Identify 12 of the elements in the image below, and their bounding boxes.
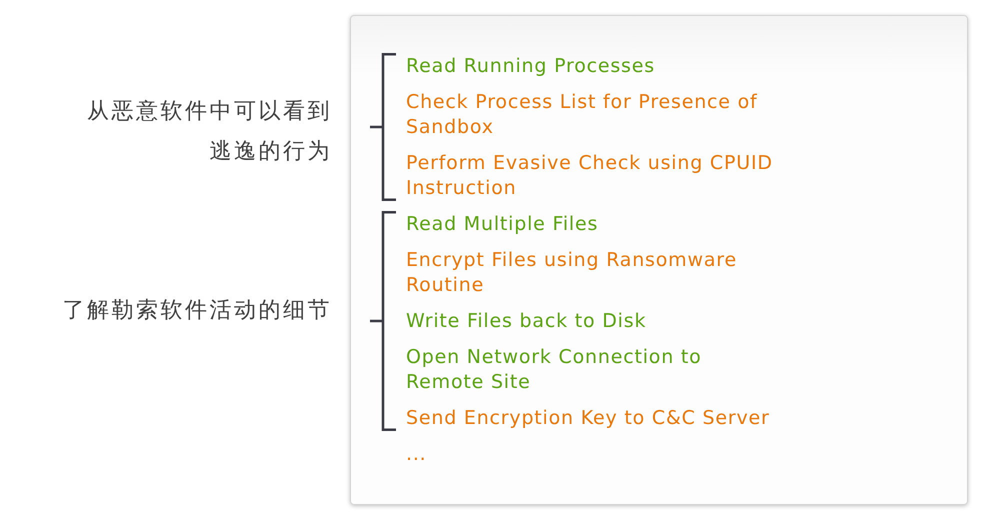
group-label: 从恶意软件中可以看到逃逸的行为 <box>86 98 332 166</box>
list-item: Encrypt Files using Ransomware Routine <box>406 248 738 298</box>
list-item: Write Files back to Disk <box>406 309 648 334</box>
list-item: Check Process List for Presence of Sandbox <box>406 90 759 140</box>
list-item: Read Multiple Files <box>406 212 600 237</box>
list-item: Send Encryption Key to C&C Server <box>406 406 771 431</box>
list-item: Read Running Processes <box>406 54 656 79</box>
list-item: Perform Evasive Check using CPUID Instruction <box>406 151 774 201</box>
list-item: ... <box>406 442 428 467</box>
list-item: Open Network Connection to Remote Site <box>406 345 703 395</box>
panel <box>350 15 968 505</box>
group-label: 了解勒索软件活动的细节 <box>62 297 332 325</box>
